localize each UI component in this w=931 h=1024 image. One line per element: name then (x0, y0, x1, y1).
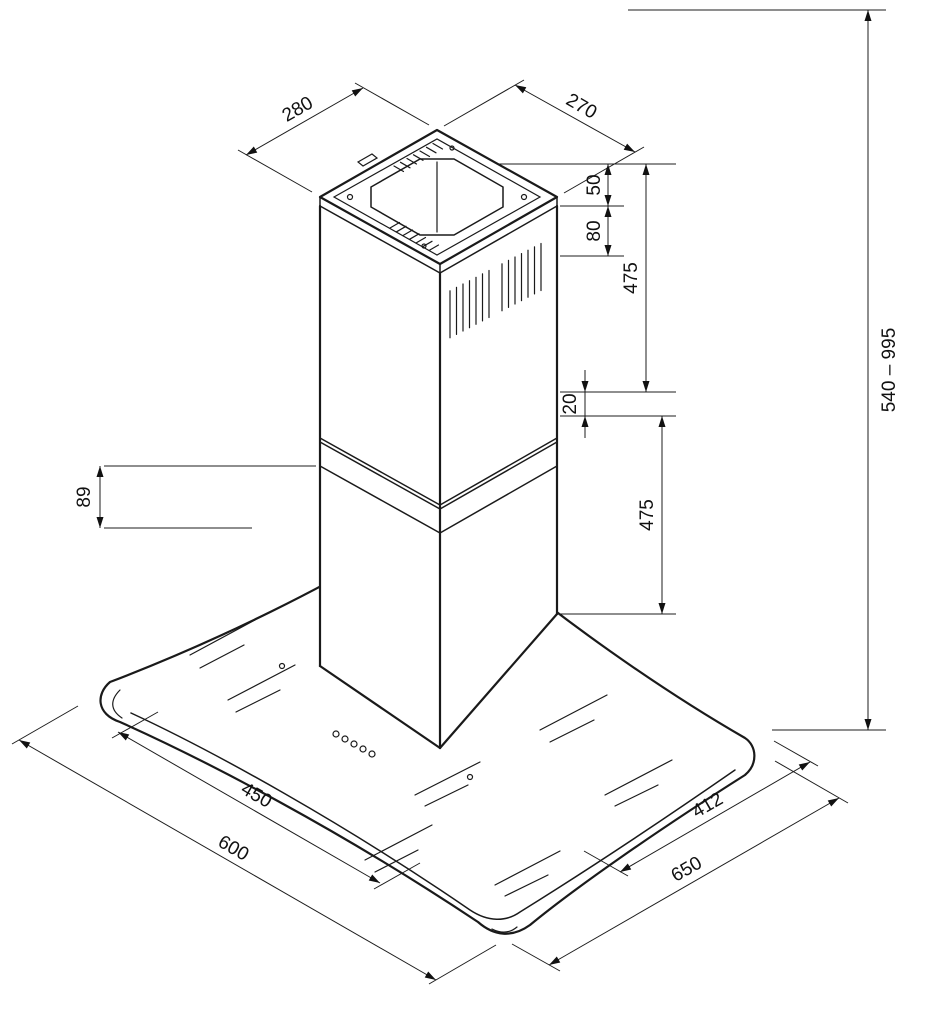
dim-line-top-width (245, 87, 364, 156)
dim-line-glass-depth (548, 797, 840, 966)
dim-top-depth-label: 270 (562, 90, 600, 124)
dim-line-glass-width (18, 739, 437, 981)
dim-top-width-label: 280 (279, 93, 317, 127)
telescopic-joint (319, 437, 558, 534)
dim-line-body-depth (619, 761, 811, 873)
dim-glass-width-label: 600 (214, 832, 252, 866)
dim-lower-chimney-label: 475 (637, 499, 658, 531)
chimney-edges (318, 204, 559, 750)
glass-rim-arc-front (491, 926, 518, 933)
control-buttons (332, 730, 376, 758)
dim-overlap-label: 20 (560, 393, 581, 414)
dim-line-body-width (117, 731, 381, 884)
dimension-lines (18, 9, 872, 981)
glass-rim-arc-left (112, 689, 123, 719)
top-plate-thickness (319, 196, 558, 274)
top-plate-screw-holes (346, 145, 528, 249)
top-plate-bracket (356, 153, 379, 167)
chimney-duct (318, 128, 559, 750)
dim-glass-depth-label: 650 (668, 853, 706, 887)
dim-line-top-depth (514, 84, 636, 153)
dim-upper-chimney-label: 475 (621, 262, 642, 294)
dim-plate-height-label: 80 (584, 220, 605, 241)
glass-mount-holes (278, 662, 474, 781)
top-plate-vent-comb-upper (393, 142, 444, 173)
dim-body-width-label: 450 (237, 779, 275, 813)
dim-bracket-height-label: 50 (584, 174, 605, 195)
top-plate-vent-comb-lower (389, 221, 440, 252)
duct-outlet-octagon (370, 158, 504, 236)
dim-body-depth-label: 412 (689, 789, 727, 823)
vent-slats (449, 242, 542, 339)
dim-total-height-label: 540 – 995 (879, 328, 900, 413)
dim-canopy-height-label: 89 (74, 486, 95, 507)
